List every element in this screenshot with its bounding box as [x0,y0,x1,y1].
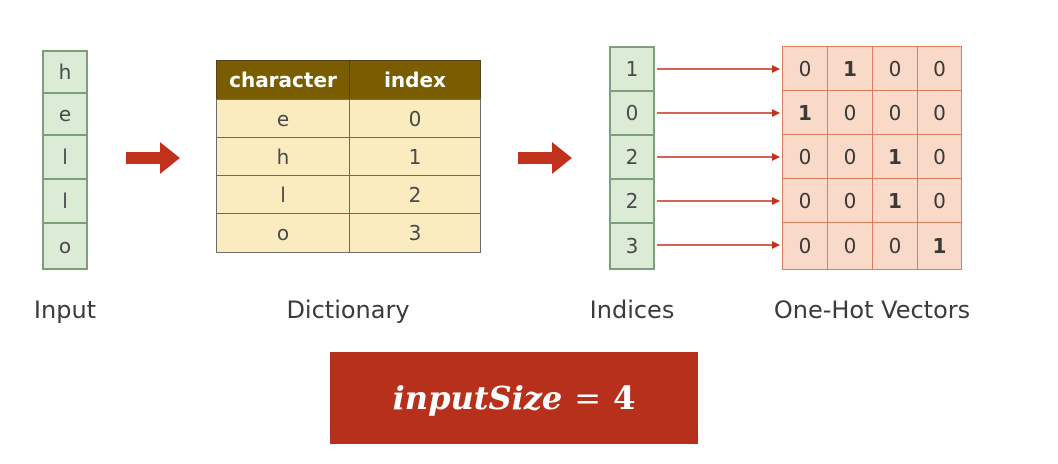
one-hot-cell: 1 [872,178,918,224]
formula-rhs: 4 [613,379,636,417]
index-value: 1 [609,46,655,92]
one-hot-cell: 0 [782,222,828,270]
one-hot-cell: 0 [872,46,918,92]
dict-header-character: character [216,60,350,100]
one-hot-cell: 0 [872,222,918,270]
one-hot-cell: 1 [782,90,828,136]
mapping-arrows [657,65,780,249]
input-char: h [42,50,88,94]
one-hot-cell: 0 [917,178,962,224]
input-char: l [42,134,88,180]
formula-lhs: inputSize [392,379,563,417]
index-value: 3 [609,222,655,270]
dict-cell: 2 [349,175,481,214]
one-hot-cell: 0 [917,90,962,136]
input-char: o [42,222,88,270]
dict-cell: 3 [349,213,481,253]
index-value: 2 [609,134,655,180]
dict-cell: 0 [349,99,481,138]
one-hot-cell: 1 [917,222,962,270]
input-size-formula: inputSize = 4 [330,352,698,444]
one-hot-cell: 0 [827,90,873,136]
dict-cell: e [216,99,350,138]
dict-cell: h [216,137,350,176]
right-arrow-icon [126,142,180,174]
dictionary-caption: Dictionary [286,296,410,324]
indices-caption: Indices [589,296,675,324]
one-hot-cell: 0 [827,178,873,224]
one-hot-cell: 1 [827,46,873,92]
one-hot-caption: One-Hot Vectors [773,296,971,324]
input-char: l [42,178,88,224]
dict-cell: 1 [349,137,481,176]
one-hot-cell: 0 [782,134,828,180]
one-hot-cell: 0 [917,46,962,92]
one-hot-cell: 0 [782,46,828,92]
input-char: e [42,92,88,136]
one-hot-cell: 0 [827,222,873,270]
dict-header-index: index [349,60,481,100]
index-value: 2 [609,178,655,224]
one-hot-cell: 1 [872,134,918,180]
dict-cell: o [216,213,350,253]
dict-cell: l [216,175,350,214]
one-hot-cell: 0 [872,90,918,136]
right-arrow-icon [518,142,572,174]
formula-equals: = [574,379,602,417]
index-value: 0 [609,90,655,136]
input-caption: Input [33,296,97,324]
one-hot-cell: 0 [917,134,962,180]
one-hot-cell: 0 [827,134,873,180]
one-hot-cell: 0 [782,178,828,224]
